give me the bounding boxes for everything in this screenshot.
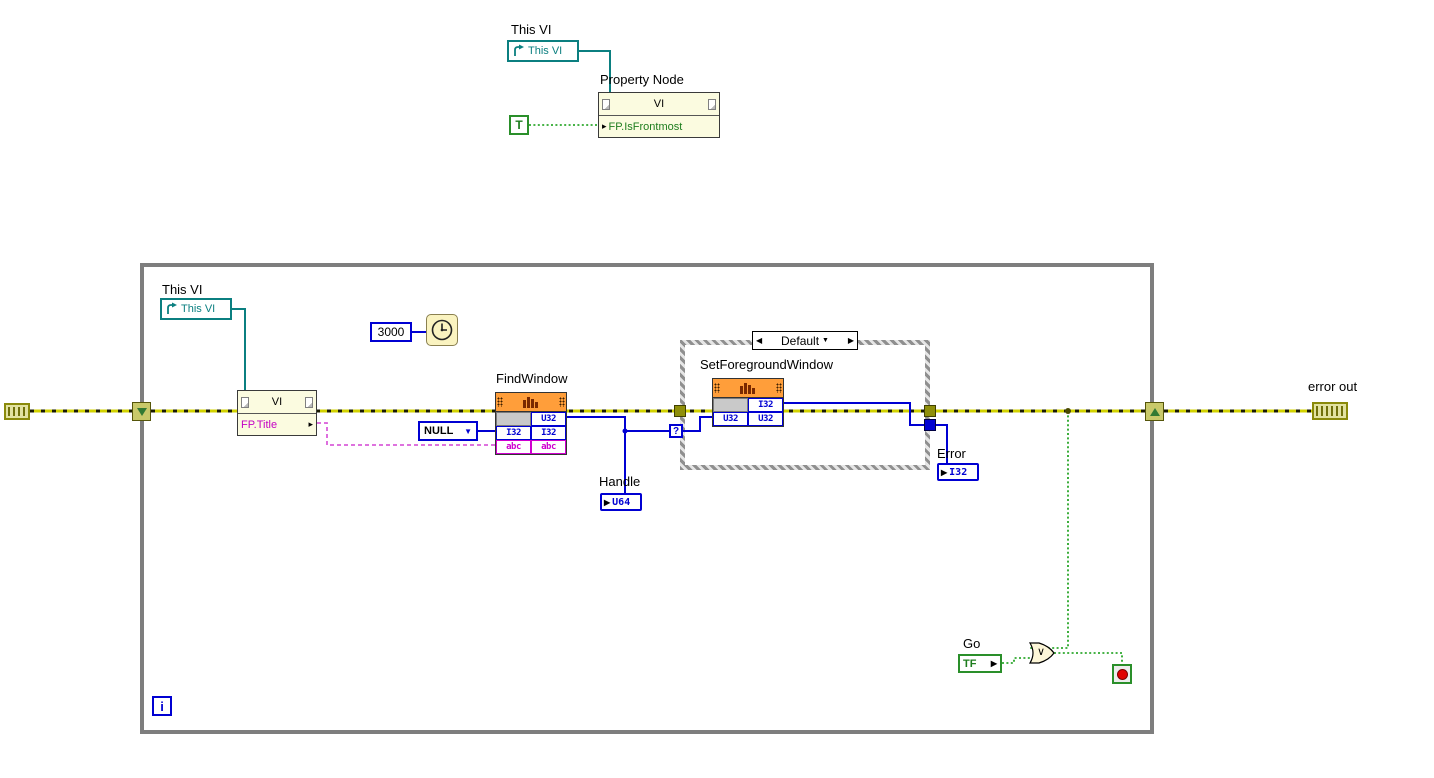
terminal-cell-unused[interactable] xyxy=(713,398,748,412)
output-arrow-icon: ▸ xyxy=(308,419,313,429)
this-vi-label-loop: This VI xyxy=(162,282,203,297)
property-name-text: FP.Title xyxy=(241,418,278,431)
terminal-cell-param[interactable]: U32 xyxy=(748,412,783,426)
terminal-cell-return[interactable]: I32 xyxy=(748,398,783,412)
cln-corner-terminals-icon xyxy=(559,397,565,407)
property-node-label: Property Node xyxy=(600,72,684,87)
error-out-label: error out xyxy=(1308,379,1358,394)
property-node-header: VI xyxy=(599,93,719,116)
error-in-terminal[interactable] xyxy=(4,403,30,420)
error-out-terminal[interactable] xyxy=(1312,402,1348,420)
indicator-arrow-icon: ▶ xyxy=(604,497,611,507)
error-cluster-icon xyxy=(8,407,26,416)
true-constant[interactable]: T xyxy=(509,115,529,135)
property-row-fp-title[interactable]: FP.Title ▸ xyxy=(238,414,316,435)
loop-condition-terminal[interactable] xyxy=(1112,664,1132,684)
reference-out-icon xyxy=(708,98,716,110)
property-row-isfrontmost[interactable]: ▸ FP.IsFrontmost xyxy=(599,116,719,137)
error-tunnel-right[interactable] xyxy=(924,405,936,417)
property-node-fp-title[interactable]: VI FP.Title ▸ xyxy=(237,390,317,436)
case-selector-terminal[interactable]: ? xyxy=(669,424,683,438)
error-label: Error xyxy=(937,446,966,461)
handle-indicator[interactable]: ▶ U64 xyxy=(600,493,642,511)
property-node-header: VI xyxy=(238,391,316,414)
findwindow-cln[interactable]: U32 I32 I32 abc abc xyxy=(495,392,567,455)
handle-label: Handle xyxy=(599,474,641,489)
go-control[interactable]: TF ▶ xyxy=(958,654,1002,673)
vi-ref-text: This VI xyxy=(181,303,216,315)
cln-header xyxy=(713,379,783,398)
terminal-cell-param[interactable]: U32 xyxy=(713,412,748,426)
error-cluster-icon xyxy=(1316,406,1344,416)
while-loop[interactable] xyxy=(140,263,1154,734)
shift-register-right[interactable] xyxy=(1145,402,1164,421)
case-prev-icon[interactable]: ◀ xyxy=(756,336,763,345)
findwindow-label: FindWindow xyxy=(496,371,568,386)
iteration-terminal[interactable]: i xyxy=(152,696,172,716)
control-arrow-icon: ▶ xyxy=(990,659,997,668)
reference-in-icon xyxy=(602,98,610,110)
cln-header xyxy=(496,393,566,412)
case-dropdown-icon[interactable]: ▼ xyxy=(822,337,829,344)
case-selector-value: Default xyxy=(781,333,820,348)
cln-corner-terminals-icon xyxy=(714,383,720,393)
output-tunnel[interactable] xyxy=(924,419,936,431)
shift-register-down-icon xyxy=(136,407,147,416)
cln-corner-terminals-icon xyxy=(497,397,503,407)
shift-register-left[interactable] xyxy=(132,402,151,421)
case-next-icon[interactable]: ▶ xyxy=(847,336,854,345)
terminal-cell-unused[interactable] xyxy=(496,412,531,426)
case-selector-label[interactable]: ◀ Default ▼ ▶ xyxy=(752,331,858,350)
property-class-text: VI xyxy=(653,98,665,110)
vi-ref-text: This VI xyxy=(528,45,563,57)
ring-dropdown-icon[interactable]: ▼ xyxy=(464,426,472,436)
error-tunnel-left[interactable] xyxy=(674,405,686,417)
input-arrow-icon: ▸ xyxy=(602,121,607,131)
go-label: Go xyxy=(963,636,981,651)
shift-register-up-icon xyxy=(1149,407,1160,416)
property-node-frontmost[interactable]: VI ▸ FP.IsFrontmost xyxy=(598,92,720,138)
this-vi-constant-loop[interactable]: This VI xyxy=(160,298,232,320)
clock-icon xyxy=(431,319,453,341)
terminal-cell-param[interactable]: abc xyxy=(496,440,531,454)
case-structure[interactable] xyxy=(680,340,930,470)
cln-terminals: U32 I32 I32 abc abc xyxy=(496,412,566,454)
vi-ref-arrow-icon xyxy=(514,44,524,56)
property-name-text: FP.IsFrontmost xyxy=(608,120,683,133)
setforegroundwindow-label: SetForegroundWindow xyxy=(700,357,833,372)
property-class-text: VI xyxy=(271,396,283,408)
null-ring-constant[interactable]: NULL ▼ xyxy=(418,421,478,441)
setforegroundwindow-cln[interactable]: I32 U32 U32 xyxy=(712,378,784,427)
cln-corner-terminals-icon xyxy=(776,383,782,393)
ring-value: NULL xyxy=(424,425,454,437)
control-type: TF xyxy=(963,657,977,670)
indicator-type: I32 xyxy=(949,466,968,478)
or-function[interactable]: ∨ xyxy=(1028,642,1056,664)
vi-ref-arrow-icon xyxy=(167,302,177,314)
terminal-cell-return[interactable]: U32 xyxy=(531,412,566,426)
cln-terminals: I32 U32 U32 xyxy=(713,398,783,426)
error-indicator[interactable]: ▶ I32 xyxy=(937,463,979,481)
indicator-arrow-icon: ▶ xyxy=(941,467,948,477)
terminal-cell-param[interactable]: I32 xyxy=(496,426,531,440)
reference-out-icon xyxy=(305,396,313,408)
terminal-cell-param[interactable]: abc xyxy=(531,440,566,454)
wait-ms-constant[interactable]: 3000 xyxy=(370,322,412,342)
reference-in-icon xyxy=(241,396,249,408)
this-vi-constant-top[interactable]: This VI xyxy=(507,40,579,62)
dll-library-icon xyxy=(740,383,755,394)
indicator-type: U64 xyxy=(612,496,631,508)
terminal-cell-param[interactable]: I32 xyxy=(531,426,566,440)
wait-ms-function[interactable] xyxy=(426,314,458,346)
dll-library-icon xyxy=(523,397,538,408)
stop-icon xyxy=(1116,668,1128,680)
or-symbol: ∨ xyxy=(1036,646,1046,658)
or-gate-icon xyxy=(1028,642,1055,664)
this-vi-label-top: This VI xyxy=(511,22,552,37)
